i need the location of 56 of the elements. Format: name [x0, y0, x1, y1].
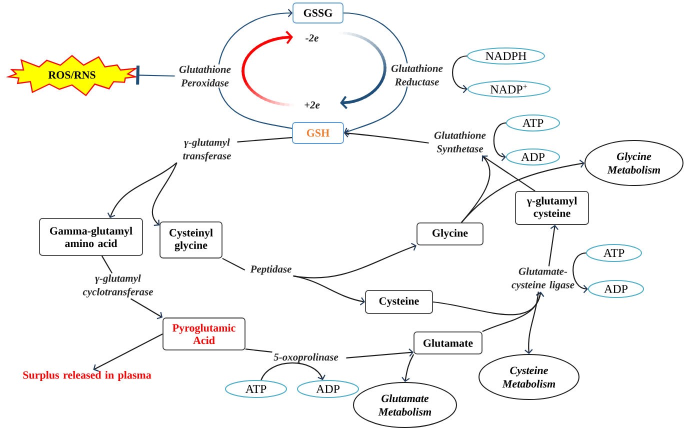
arrow [461, 160, 584, 223]
connector-line [222, 258, 246, 270]
arrow [107, 162, 178, 218]
enzyme-label: Glutamate- cysteine ligase [512, 267, 574, 290]
connector-line [101, 256, 113, 274]
cofactor-oval: ATP [586, 244, 642, 262]
enzyme-label: Glutathione Peroxidase [179, 66, 231, 86]
cofactor-oval: NADP$^{+}$ [468, 80, 550, 98]
cofactor-oval: ATP [225, 380, 287, 398]
enzyme-label: γ-glutamyl cyclotransferase [82, 274, 154, 298]
arrow [482, 292, 544, 332]
arrow [461, 156, 490, 223]
cofactor-oval: ADP [506, 148, 560, 166]
rounded-box: Cysteinyl glycine [160, 222, 222, 258]
rounded-box: Pyroglutamic Acid [162, 318, 246, 350]
arrow [260, 362, 326, 380]
arrow [93, 334, 163, 372]
arrow [218, 8, 293, 64]
cofactor-oval: NADPH [467, 48, 545, 64]
connector-line [218, 87, 292, 129]
arrow [524, 292, 539, 354]
arrow [293, 242, 417, 278]
note-text: Surplus released in plasma [23, 371, 152, 381]
arrow [293, 275, 366, 306]
enzyme-label: γ-glutamyl transferase [183, 138, 231, 162]
connector-line [245, 348, 272, 353]
cofactor-oval: ADP [588, 280, 644, 298]
arrow [346, 348, 414, 359]
enzyme-label: Glutathione Reductase [391, 64, 443, 86]
rounded-box: Glutamate [414, 332, 482, 354]
cofactor-oval: ADP [297, 380, 359, 398]
arrow [493, 122, 506, 162]
rounded-box: GSH [292, 122, 344, 144]
arrow [130, 298, 163, 320]
electron-label: -2e [306, 34, 318, 42]
inhibition-line [136, 66, 175, 85]
connector-line [343, 12, 408, 64]
arrow [344, 86, 408, 136]
arrow [572, 252, 588, 294]
rounded-box: GSSG [292, 2, 344, 24]
connector-line [237, 137, 292, 142]
rounded-box: Glycine [416, 222, 484, 246]
enzyme-label: Glutathione Synthetase [434, 131, 486, 154]
rounded-box: Gamma-glutamyl amino acid [39, 218, 143, 256]
enzyme-label: Peptidase [250, 265, 292, 275]
arrow [548, 224, 559, 266]
rounded-box: Cysteine [365, 290, 433, 314]
cofactor-oval: ATP [506, 114, 560, 132]
enzyme-label: 5-oxoprolinase [274, 353, 338, 363]
arrow [344, 129, 429, 144]
arrow [452, 55, 468, 94]
electron-label: +2e [304, 101, 320, 109]
connector-line [482, 155, 536, 192]
rounded-box: γ-glutamyl cysteine [515, 191, 589, 225]
arrow [152, 162, 178, 226]
arrow [402, 354, 414, 382]
